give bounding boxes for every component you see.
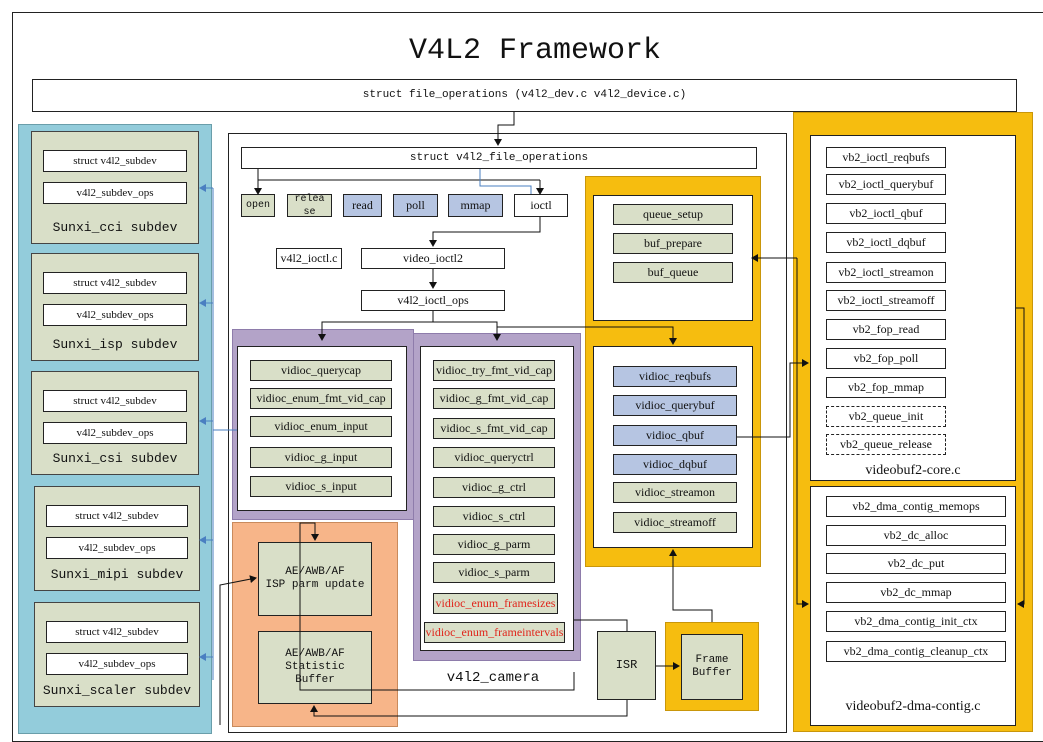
wire-camera-to-isp bbox=[299, 522, 575, 691]
wire-ops-to-buf bbox=[497, 326, 677, 345]
ioctl-op: vidioc_enum_fmt_vid_cap bbox=[250, 388, 392, 409]
ioctl-op: vidioc_queryctrl bbox=[433, 447, 555, 468]
subdev-name: Sunxi_csi subdev bbox=[52, 450, 178, 466]
isp-parm-update: AE/AWB/AF ISP parm update bbox=[258, 542, 372, 616]
frame-buffer: Frame Buffer bbox=[681, 634, 743, 700]
vb2-core-item: vb2_fop_read bbox=[826, 319, 946, 340]
vb2-dma-item: vb2_dc_put bbox=[826, 553, 1006, 574]
ioctl-op: vidioc_enum_input bbox=[250, 416, 392, 437]
vb2-core-item-dashed: vb2_queue_init bbox=[826, 406, 946, 427]
v4l2-ioctl-c-label: v4l2_ioctl.c bbox=[276, 248, 342, 269]
subdev-name: Sunxi_isp subdev bbox=[52, 336, 178, 352]
subdev-ops: v4l2_subdev_ops bbox=[46, 537, 188, 559]
queue-op: buf_queue bbox=[613, 262, 733, 283]
vb2-core-item-dashed: vb2_queue_release bbox=[826, 434, 946, 455]
ioctl-op: vidioc_g_parm bbox=[433, 534, 555, 555]
ioctl-op: vidioc_g_ctrl bbox=[433, 477, 555, 498]
buf-op: vidioc_dqbuf bbox=[613, 454, 737, 475]
call-ioctl: ioctl bbox=[514, 194, 568, 217]
subdev-ops: v4l2_subdev_ops bbox=[46, 653, 188, 675]
videobuf2-core-label: videobuf2-core.c bbox=[865, 463, 961, 478]
subdev-struct: struct v4l2_subdev bbox=[43, 390, 187, 412]
buf-op: vidioc_reqbufs bbox=[613, 366, 737, 387]
wire-top-to-fileops bbox=[494, 112, 515, 146]
vb2-core-item: vb2_ioctl_qbuf bbox=[826, 203, 946, 224]
diagram-title: V4L2 Framework bbox=[408, 34, 662, 68]
wire-core-to-dma-left bbox=[796, 258, 809, 608]
ioctl-op: vidioc_g_input bbox=[250, 447, 392, 468]
vb2-core-item: vb2_ioctl_querybuf bbox=[826, 174, 946, 195]
ioctl-op-red: vidioc_enum_framesizes bbox=[433, 593, 558, 614]
call-poll: poll bbox=[393, 194, 438, 217]
vb2-dma-item: vb2_dc_mmap bbox=[826, 582, 1006, 603]
ioctl-op: vidioc_try_fmt_vid_cap bbox=[433, 360, 555, 381]
subdev-ops: v4l2_subdev_ops bbox=[43, 422, 187, 444]
ioctl-op-red: vidioc_enum_frameintervals bbox=[424, 622, 565, 643]
subdev-struct: struct v4l2_subdev bbox=[43, 272, 187, 294]
wire-isr-to-isp bbox=[574, 619, 628, 631]
vb2-core-item: vb2_fop_poll bbox=[826, 348, 946, 369]
buf-op: vidioc_streamoff bbox=[613, 512, 737, 533]
subdev-name: Sunxi_mipi subdev bbox=[50, 566, 184, 582]
video-ioctl2: video_ioctl2 bbox=[361, 248, 505, 269]
ioctl-op: vidioc_querycap bbox=[250, 360, 392, 381]
wire-ops-to-mid bbox=[433, 321, 501, 341]
vb2-core-item: vb2_ioctl_streamon bbox=[826, 262, 946, 283]
subdev-struct: struct v4l2_subdev bbox=[43, 150, 187, 172]
ioctl-op: vidioc_s_ctrl bbox=[433, 506, 555, 527]
wire-left-bottom bbox=[219, 575, 257, 725]
top-file-operations-bar: struct file_operations (v4l2_dev.c v4l2_… bbox=[32, 79, 1017, 112]
call-mmap: mmap bbox=[448, 194, 503, 217]
ioctl-op: vidioc_s_fmt_vid_cap bbox=[433, 418, 555, 439]
ioctl-op: vidioc_s_input bbox=[250, 476, 392, 497]
wire-ioctl-to-video-ioctl2 bbox=[429, 217, 541, 247]
subdev-struct: struct v4l2_subdev bbox=[46, 621, 188, 643]
vb2-dma-item: vb2_dma_contig_cleanup_ctx bbox=[826, 641, 1006, 662]
vb2-core-item: vb2_ioctl_streamoff bbox=[826, 290, 946, 311]
subdev-name: Sunxi_scaler subdev bbox=[42, 682, 192, 698]
ioctl-op: vidioc_s_parm bbox=[433, 562, 555, 583]
buf-op: vidioc_streamon bbox=[613, 482, 737, 503]
call-open: open bbox=[241, 194, 275, 217]
vb2-core-item: vb2_fop_mmap bbox=[826, 377, 946, 398]
isr-box: ISR bbox=[597, 631, 656, 700]
queue-op: queue_setup bbox=[613, 204, 733, 225]
vb2-core-item: vb2_ioctl_dqbuf bbox=[826, 232, 946, 253]
vb2-dma-item: vb2_dc_alloc bbox=[826, 525, 1006, 546]
buf-op: vidioc_querybuf bbox=[613, 395, 737, 416]
wire-ops-to-left bbox=[318, 311, 434, 341]
queue-op: buf_prepare bbox=[613, 233, 733, 254]
vb2-core-item: vb2_ioctl_reqbufs bbox=[826, 147, 946, 168]
wire-buf-to-core bbox=[737, 359, 809, 438]
wire-isr-to-stat bbox=[310, 700, 628, 717]
statistic-buffer: AE/AWB/AF Statistic Buffer bbox=[258, 631, 372, 704]
subdev-struct: struct v4l2_subdev bbox=[46, 505, 188, 527]
videobuf2-dma-contig-label: videobuf2-dma-contig.c bbox=[845, 699, 981, 714]
vb2-dma-item: vb2_dma_contig_memops bbox=[826, 496, 1006, 517]
subdev-ops: v4l2_subdev_ops bbox=[43, 304, 187, 326]
wire-framebuffer-to-bufops bbox=[669, 549, 713, 622]
vb2-dma-item: vb2_dma_contig_init_ctx bbox=[826, 611, 1006, 632]
ioctl-op: vidioc_g_fmt_vid_cap bbox=[433, 388, 555, 409]
subdev-ops: v4l2_subdev_ops bbox=[43, 182, 187, 204]
v4l2-ioctl-ops: v4l2_ioctl_ops bbox=[361, 290, 505, 311]
wire-fileops-to-mmap-blue bbox=[479, 169, 532, 194]
subdev-name: Sunxi_cci subdev bbox=[52, 219, 178, 235]
wire-core-to-dma-right bbox=[1016, 307, 1025, 608]
v4l2-file-operations: struct v4l2_file_operations bbox=[241, 147, 757, 169]
call-read: read bbox=[343, 194, 382, 217]
buf-op: vidioc_qbuf bbox=[613, 425, 737, 446]
call-release: release bbox=[287, 194, 332, 218]
v4l2-camera-label: v4l2_camera bbox=[446, 670, 540, 686]
connector-lines bbox=[199, 112, 1025, 725]
